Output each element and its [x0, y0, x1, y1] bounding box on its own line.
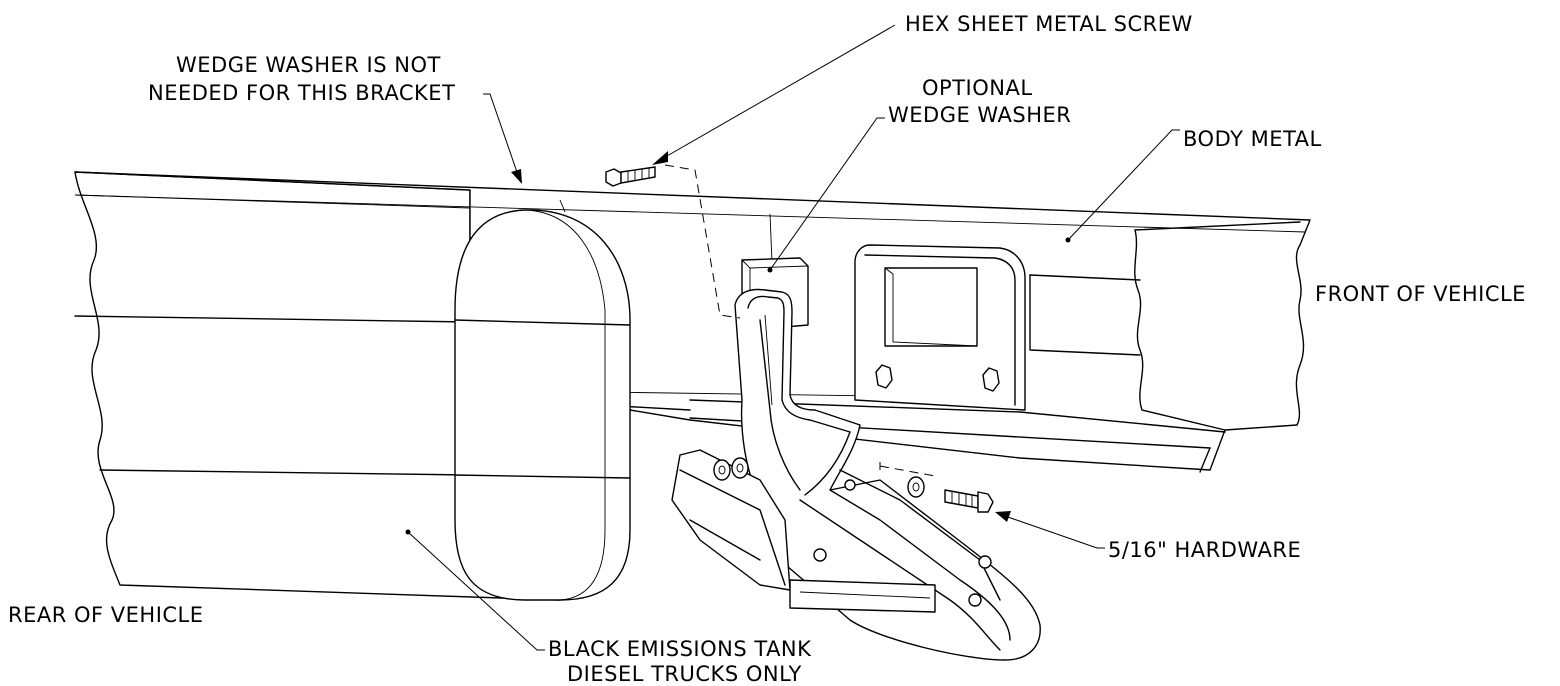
plate-hex-nut-left: [875, 364, 893, 389]
optional-washer-label-line1: OPTIONAL: [922, 76, 1033, 100]
hardware-bolt: [879, 462, 994, 513]
optional-washer-label-line2: WEDGE WASHER: [888, 103, 1071, 127]
tank-label-line1: BLACK EMISSIONS TANK: [548, 637, 812, 661]
frame-rail-rear: [74, 171, 561, 601]
hex-screw-label: HEX SHEET METAL SCREW: [905, 12, 1193, 36]
front-of-vehicle-label: FRONT OF VEHICLE: [1315, 282, 1526, 306]
leader-lines: [405, 24, 1180, 651]
plate-hex-nut-right: [982, 367, 1000, 392]
mounting-plate: [854, 244, 1026, 411]
body-metal-label: BODY METAL: [1183, 127, 1322, 151]
emissions-tank: [454, 209, 631, 601]
wedge-not-needed-label-line2: NEEDED FOR THIS BRACKET: [148, 81, 455, 105]
hex-sheet-metal-screw: [605, 164, 741, 319]
wedge-not-needed-label-line1: WEDGE WASHER IS NOT: [176, 53, 441, 77]
hardware-label: 5/16" HARDWARE: [1108, 538, 1301, 562]
rear-of-vehicle-label: REAR OF VEHICLE: [8, 603, 204, 627]
bracket-washers: [713, 457, 749, 481]
callout-labels: HEX SHEET METAL SCREW WEDGE WASHER IS NO…: [8, 12, 1526, 686]
tank-label-line2: DIESEL TRUCKS ONLY: [567, 662, 802, 686]
